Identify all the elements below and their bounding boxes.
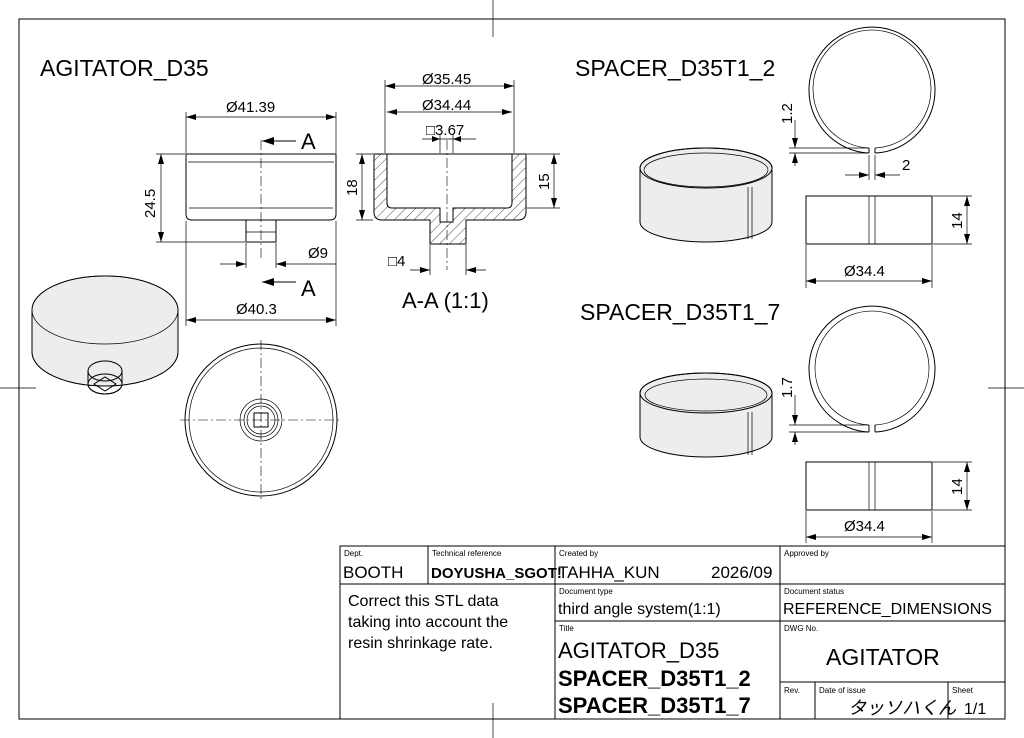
rev-label: Rev. [784, 686, 800, 695]
agitator-isometric [31, 275, 179, 395]
spacer2-isometric [639, 372, 773, 458]
tech-ref-label: Technical reference [432, 549, 502, 558]
dim-spacer2-height: 14 [949, 478, 966, 495]
title-line-3: SPACER_D35T1_7 [558, 693, 751, 718]
dim-square-shaft: □4 [388, 253, 405, 270]
note-line-2: taking into account the [348, 614, 508, 631]
dim-spacer1-gap: 2 [902, 157, 910, 174]
title-line-1: AGITATOR_D35 [558, 638, 719, 663]
spacer1-side-dims: 14 Ø34.4 [805, 195, 972, 288]
tech-ref-value: DOYUSHA_SGOT! [431, 565, 562, 582]
dim-square-hole: □3.67 [426, 122, 464, 139]
approved-by-label: Approved by [784, 549, 829, 558]
sheet-value: 1/1 [964, 701, 986, 718]
agitator-bottom-view [180, 340, 342, 500]
spacer2-side-dims: 14 Ø34.4 [805, 461, 972, 543]
dim-section-inner-dia: Ø34.44 [422, 97, 471, 114]
agitator-front-dims: Ø41.39 24.5 Ø9 Ø40.3 [142, 99, 337, 326]
spacer2-top-view [808, 305, 936, 433]
dim-section-outer-height: 18 [344, 179, 361, 196]
spacer1-isometric [639, 147, 773, 243]
doc-type-value: third angle system(1:1) [558, 601, 721, 618]
dim-top-dia: Ø41.39 [226, 99, 275, 116]
section-marker-bottom: A [262, 276, 316, 301]
signature: タッソハくん [848, 698, 957, 718]
section-letter-bottom: A [301, 276, 316, 301]
doc-status-value: REFERENCE_DIMENSIONS [783, 601, 992, 618]
section-view-title: A-A (1:1) [402, 288, 489, 313]
date-issue-label: Date of issue [819, 686, 866, 695]
dept-value: BOOTH [343, 563, 403, 582]
dim-spacer2-thickness: 1.7 [779, 377, 796, 398]
part-label-spacer-2: SPACER_D35T1_7 [580, 299, 780, 325]
part-label-spacer-1: SPACER_D35T1_2 [575, 55, 775, 81]
dim-bottom-dia: Ø40.3 [236, 301, 277, 318]
spacer1-side-view [805, 195, 933, 245]
dim-spacer1-dia: Ø34.4 [844, 263, 885, 280]
dept-label: Dept. [344, 549, 363, 558]
section-marker-top: A [262, 129, 316, 154]
spacer1-dims: 1.2 2 [779, 103, 910, 180]
dim-spacer2-dia: Ø34.4 [844, 518, 885, 535]
dim-spacer1-height: 14 [949, 212, 966, 229]
dim-height: 24.5 [142, 189, 159, 218]
sheet-label: Sheet [952, 686, 974, 695]
doc-status-label: Document status [784, 587, 844, 596]
dim-section-outer-dia: Ø35.45 [422, 71, 471, 88]
dim-section-inner-height: 15 [536, 173, 553, 190]
title-label: Title [559, 624, 574, 633]
agitator-front-view [185, 140, 337, 260]
title-block [339, 545, 1006, 720]
title-line-2: SPACER_D35T1_2 [558, 666, 751, 691]
doc-type-label: Document type [559, 587, 613, 596]
spacer2-dims: 1.7 [779, 377, 869, 445]
note-line-3: resin shrinkage rate. [348, 635, 493, 652]
agitator-section-view [373, 140, 527, 270]
section-letter-top: A [301, 129, 316, 154]
spacer2-side-view [805, 461, 933, 511]
dwg-no-label: DWG No. [784, 624, 818, 633]
note-line-1: Correct this STL data [348, 593, 499, 610]
part-label-agitator: AGITATOR_D35 [40, 55, 209, 81]
section-dims: Ø35.45 Ø34.44 □3.67 □4 18 15 [344, 71, 560, 275]
dim-boss-dia: Ø9 [308, 245, 328, 262]
created-date: 2026/09 [711, 563, 772, 582]
created-by-label: Created by [559, 549, 598, 558]
spacer1-top-view [808, 26, 936, 154]
created-by-value: TAHHA_KUN [558, 563, 660, 582]
dwg-no-value: AGITATOR [826, 644, 940, 670]
dim-spacer1-thickness: 1.2 [779, 103, 796, 124]
